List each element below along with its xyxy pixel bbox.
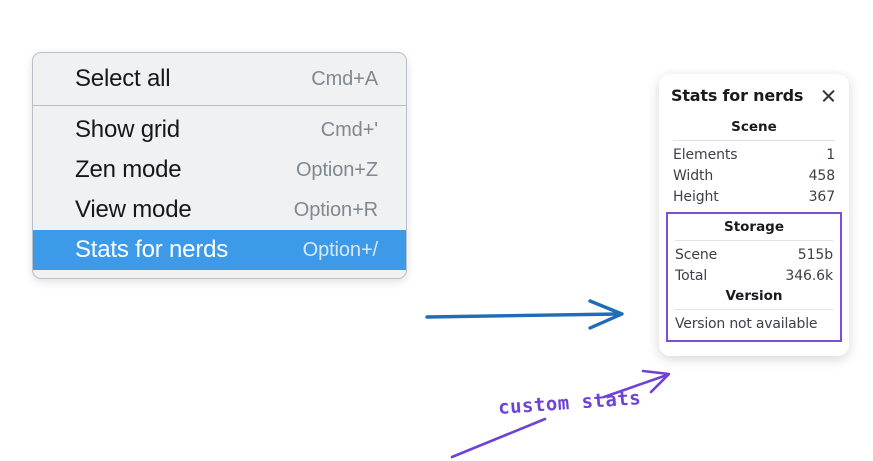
stat-value: 1 [826, 146, 835, 163]
menu-item-select-all[interactable]: Select all Cmd+A [33, 59, 406, 99]
purple-tail-stroke [450, 417, 547, 459]
stat-key: Scene [675, 246, 718, 263]
stat-key: Elements [673, 146, 738, 163]
stat-key: Width [673, 167, 714, 184]
menu-item-label: Select all [75, 65, 171, 92]
stat-row: Elements 1 [671, 144, 837, 165]
custom-stats-highlight-box: Storage Scene 515b Total 346.6k Version … [666, 212, 842, 342]
menu-item-label: Stats for nerds [75, 236, 229, 263]
storage-section: Storage Scene 515b Total 346.6k [673, 217, 835, 286]
section-divider [675, 240, 833, 241]
close-icon[interactable] [820, 87, 837, 104]
stat-row: Scene 515b [673, 244, 835, 265]
menu-item-shortcut: Option+/ [302, 238, 378, 261]
stat-row: Height 367 [671, 186, 837, 207]
stat-key: Total [675, 267, 708, 284]
menu-item-shortcut: Option+Z [295, 158, 378, 181]
menu-item-shortcut: Option+R [293, 198, 378, 221]
context-menu-group-2: Show grid Cmd+' Zen mode Option+Z View m… [33, 110, 406, 270]
section-divider [673, 140, 835, 141]
custom-stats-annotation-label: custom stats [497, 387, 642, 419]
scene-section-heading: Scene [731, 119, 777, 135]
menu-item-label: Zen mode [75, 156, 182, 183]
panel-header: Stats for nerds [671, 86, 837, 105]
menu-item-shortcut: Cmd+A [311, 67, 378, 90]
stat-value: 515b [797, 246, 833, 263]
context-menu-group-1: Select all Cmd+A [33, 59, 406, 99]
stat-key: Height [673, 188, 719, 205]
panel-title: Stats for nerds [671, 86, 804, 105]
context-menu[interactable]: Select all Cmd+A Show grid Cmd+' Zen mod… [32, 52, 407, 279]
stat-value: 458 [808, 167, 836, 184]
section-divider [675, 309, 833, 310]
version-text: Version not available [675, 316, 818, 332]
stat-value: 367 [808, 188, 836, 205]
menu-item-stats-for-nerds[interactable]: Stats for nerds Option+/ [33, 230, 406, 270]
menu-item-zen-mode[interactable]: Zen mode Option+Z [33, 150, 406, 190]
scene-section: Scene Elements 1 Width 458 Height 367 [671, 117, 837, 207]
stats-for-nerds-panel: Stats for nerds Scene Elements 1 Width 4… [659, 74, 849, 356]
menu-item-label: View mode [75, 196, 192, 223]
menu-item-shortcut: Cmd+' [320, 118, 378, 141]
version-section: Version Version not available [673, 286, 835, 335]
menu-item-view-mode[interactable]: View mode Option+R [33, 190, 406, 230]
menu-item-show-grid[interactable]: Show grid Cmd+' [33, 110, 406, 150]
menu-separator [33, 105, 406, 106]
stat-value: 346.6k [785, 267, 833, 284]
version-section-heading: Version [725, 288, 783, 304]
storage-section-heading: Storage [723, 219, 785, 235]
stat-row: Width 458 [671, 165, 837, 186]
blue-arrow-annotation [425, 299, 624, 330]
menu-item-label: Show grid [75, 116, 180, 143]
stat-row: Total 346.6k [673, 265, 835, 286]
